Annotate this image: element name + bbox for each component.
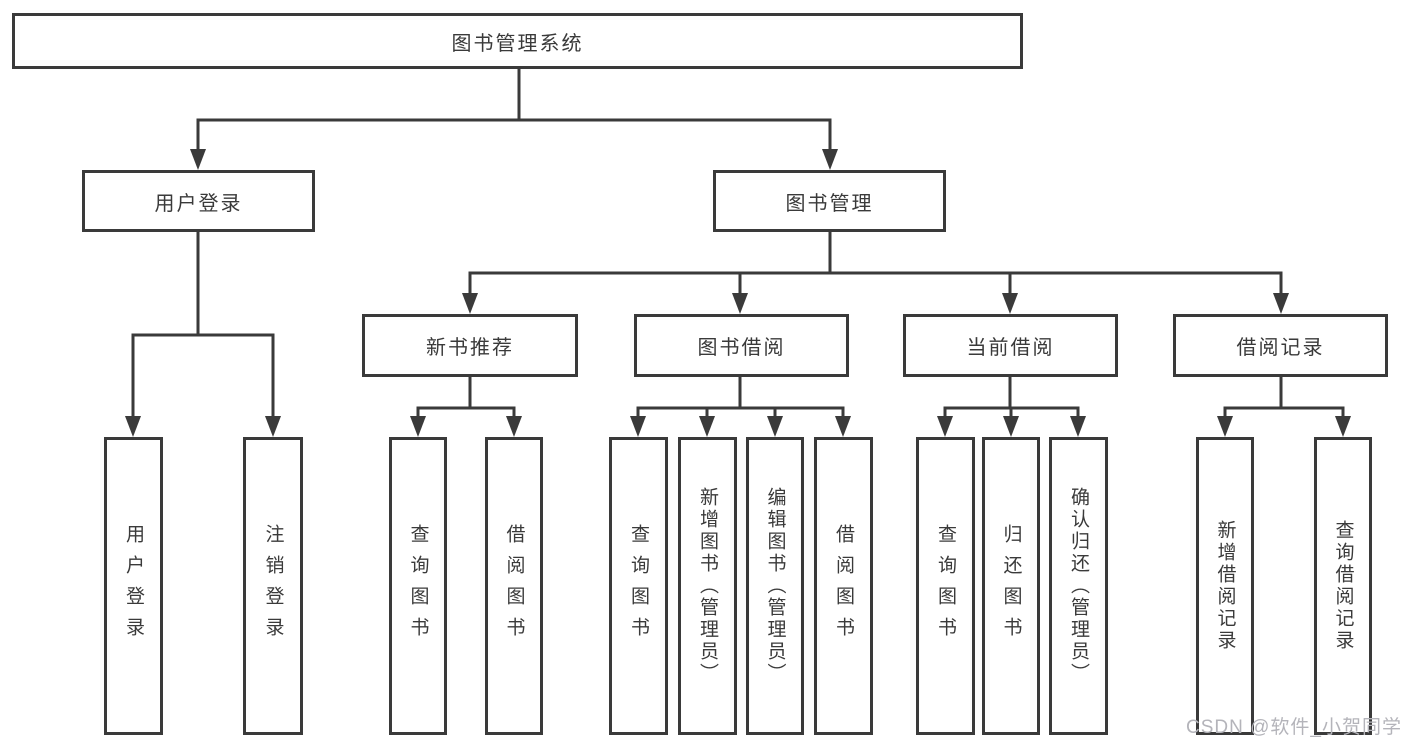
node-label: 查询图书 <box>407 524 429 648</box>
node-user-login: 用户登录 <box>82 170 315 232</box>
node-label: 新书推荐 <box>426 337 514 359</box>
node-label: 图书管理 <box>785 192 874 215</box>
leaf-br-add-record: 新增借阅记录 <box>1196 437 1254 735</box>
node-new-book-recommend: 新书推荐 <box>362 314 578 377</box>
leaf-bb-borrow-books: 借阅图书 <box>814 437 873 735</box>
leaf-user-login: 用户登录 <box>104 437 163 735</box>
leaf-br-query-record: 查询借阅记录 <box>1314 437 1372 735</box>
node-label: 查询图书 <box>935 524 956 648</box>
node-label: 查询借阅记录 <box>1332 520 1354 652</box>
leaf-cb-query-books: 查询图书 <box>916 437 975 735</box>
node-label: 查询图书 <box>628 524 649 648</box>
node-label: 借阅图书 <box>503 524 525 648</box>
node-label: 用户登录 <box>154 192 243 215</box>
node-label: 图书管理系统 <box>451 32 584 55</box>
node-label: 新增借阅记录 <box>1214 520 1236 652</box>
node-label: 当前借阅 <box>966 337 1055 359</box>
leaf-bb-add-books: 新增图书（管理员） <box>678 437 737 735</box>
node-label: 图书借阅 <box>697 337 786 359</box>
leaf-nb-query-books: 查询图书 <box>389 437 447 735</box>
node-label: 编辑图书（管理员） <box>764 487 786 685</box>
node-book-borrow: 图书借阅 <box>634 314 849 377</box>
node-root: 图书管理系统 <box>12 13 1023 69</box>
node-book-management: 图书管理 <box>713 170 946 232</box>
leaf-nb-borrow-books: 借阅图书 <box>485 437 543 735</box>
node-label: 确认归还（管理员） <box>1068 487 1089 685</box>
node-label: 用户登录 <box>123 524 144 648</box>
node-current-borrow: 当前借阅 <box>903 314 1118 377</box>
leaf-bb-query-books: 查询图书 <box>609 437 668 735</box>
node-borrow-record: 借阅记录 <box>1173 314 1388 377</box>
node-label: 借阅图书 <box>833 524 854 648</box>
node-label: 归还图书 <box>1000 524 1022 648</box>
node-label: 新增图书（管理员） <box>697 487 718 685</box>
node-label: 注销登录 <box>262 524 284 648</box>
watermark: CSDN @软件_小贺同学 <box>1186 717 1402 738</box>
leaf-cb-confirm-return: 确认归还（管理员） <box>1049 437 1108 735</box>
node-label: 借阅记录 <box>1236 337 1325 359</box>
leaf-logout: 注销登录 <box>243 437 303 735</box>
leaf-cb-return-books: 归还图书 <box>982 437 1040 735</box>
leaf-bb-edit-books: 编辑图书（管理员） <box>746 437 804 735</box>
